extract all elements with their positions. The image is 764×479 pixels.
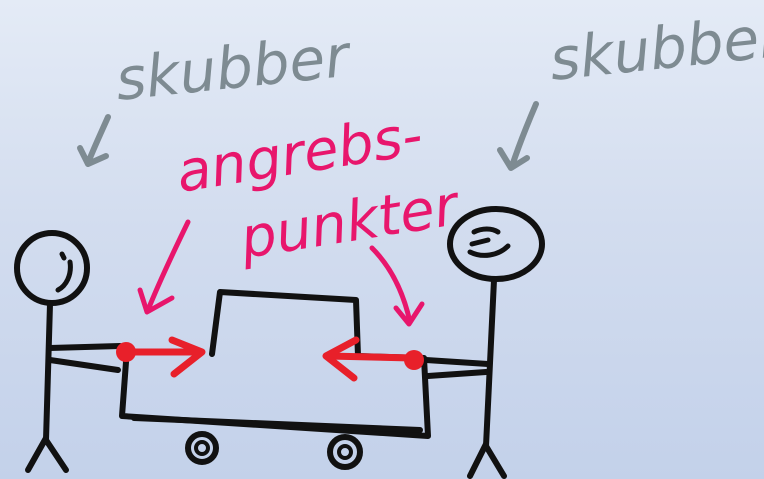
force-arrow-right xyxy=(326,340,412,378)
pink-arrow-right xyxy=(372,248,422,324)
arms-left xyxy=(50,346,120,370)
cart-wheel-left xyxy=(188,434,216,462)
contact-point-left xyxy=(116,342,136,362)
stick-figure-left xyxy=(17,233,120,470)
force-arrow-left xyxy=(130,340,202,374)
face-left xyxy=(58,254,70,290)
label-skubber-left: skubber xyxy=(112,22,355,114)
head-right xyxy=(450,209,542,279)
body-left xyxy=(46,304,50,440)
contact-point-right xyxy=(404,350,424,370)
pink-arrow-left xyxy=(140,222,188,312)
cart xyxy=(122,292,428,436)
legs-left xyxy=(28,438,66,470)
gray-arrow-left xyxy=(80,117,108,164)
label-skubber-right: skubber xyxy=(546,2,764,94)
gray-arrow-right xyxy=(500,104,536,168)
arms-right xyxy=(426,360,488,376)
head-left xyxy=(17,233,87,303)
cart-body xyxy=(122,292,428,436)
face-right xyxy=(470,229,508,255)
cart-wheel-right xyxy=(330,437,360,467)
stick-figure-right xyxy=(426,209,542,476)
legs-right xyxy=(470,444,504,476)
